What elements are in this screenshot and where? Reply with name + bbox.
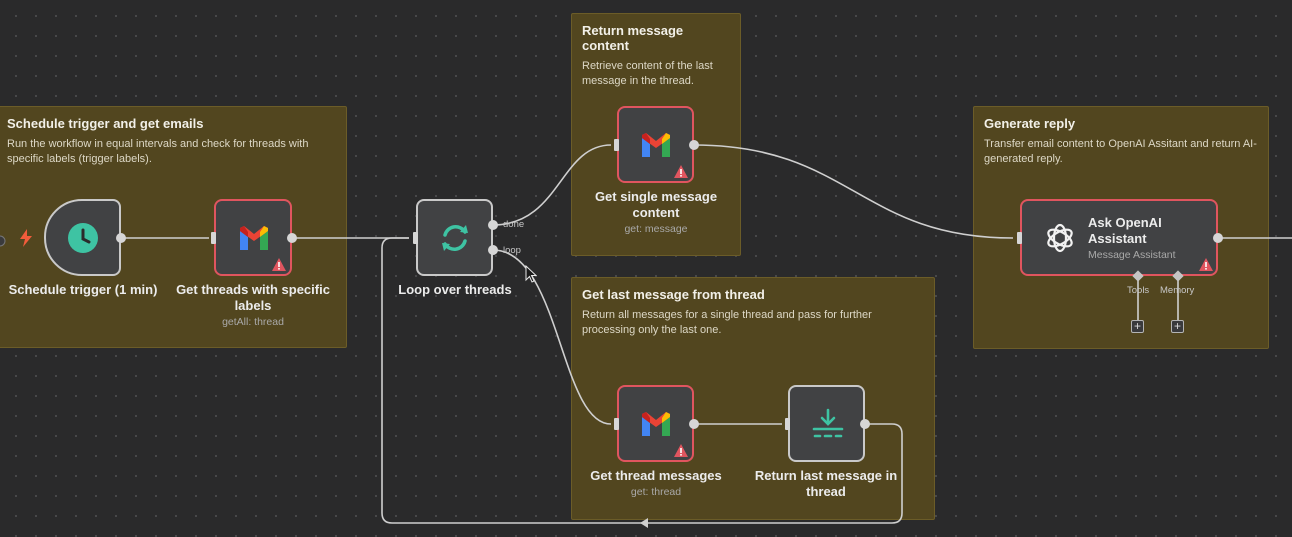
sticky-title: Return message content xyxy=(582,23,684,53)
output-port[interactable] xyxy=(689,419,699,429)
ask-openai-assistant-node[interactable]: Ask OpenAI Assistant Message Assistant xyxy=(1020,199,1218,276)
node-label: Get threads with specific labels xyxy=(176,282,330,313)
input-port[interactable] xyxy=(211,232,216,244)
loop-over-threads-node[interactable] xyxy=(416,199,493,276)
port-label-memory: Memory xyxy=(1160,285,1195,296)
gmail-icon xyxy=(642,412,670,436)
get-single-message-node[interactable] xyxy=(617,106,694,183)
warning-icon[interactable] xyxy=(674,165,688,178)
node-label: Loop over threads xyxy=(398,282,512,297)
output-port[interactable] xyxy=(287,233,297,243)
input-port[interactable] xyxy=(614,139,619,151)
node-subtitle: get: thread xyxy=(630,486,682,498)
node-subtitle: getAll: thread xyxy=(222,316,284,328)
input-port[interactable] xyxy=(614,418,619,430)
add-memory-button[interactable]: + xyxy=(1171,320,1184,333)
input-port[interactable] xyxy=(1017,232,1022,244)
output-port[interactable] xyxy=(689,140,699,150)
mouse-cursor-icon xyxy=(525,265,537,283)
warning-icon[interactable] xyxy=(1199,258,1213,271)
warning-icon[interactable] xyxy=(272,258,286,271)
sticky-text: Transfer email content to OpenAI Assitan… xyxy=(984,138,1257,165)
output-port-loop[interactable] xyxy=(488,245,498,255)
sticky-title: Generate reply xyxy=(984,116,1076,131)
sticky-text: Run the workflow in equal intervals and … xyxy=(7,138,309,165)
loop-arrows-icon xyxy=(442,225,468,251)
openai-icon xyxy=(1047,223,1073,253)
clock-icon xyxy=(68,223,98,253)
download-icon xyxy=(812,408,844,438)
schedule-trigger-node[interactable] xyxy=(44,199,121,276)
output-port-done[interactable] xyxy=(488,220,498,230)
node-label: Ask OpenAI Assistant xyxy=(1088,215,1162,246)
input-port[interactable] xyxy=(413,232,418,244)
sticky-note-return-content[interactable]: Return message content Retrieve content … xyxy=(571,13,741,256)
port-label-done: done xyxy=(503,219,525,230)
sticky-text: Retrieve content of the last message in … xyxy=(582,60,713,87)
output-port[interactable] xyxy=(860,419,870,429)
sticky-text: Return all messages for a single thread … xyxy=(582,309,872,336)
port-label-loop: loop xyxy=(503,245,521,256)
gmail-icon xyxy=(642,133,670,157)
node-label: Schedule trigger (1 min) xyxy=(8,282,158,297)
port-label-tools: Tools xyxy=(1127,285,1150,296)
node-label: Return last message in thread xyxy=(754,468,898,499)
lightning-icon xyxy=(20,229,32,247)
warning-icon[interactable] xyxy=(674,444,688,457)
sticky-title: Schedule trigger and get emails xyxy=(7,116,204,131)
node-subtitle: get: message xyxy=(624,223,688,235)
return-last-message-node[interactable] xyxy=(788,385,865,462)
gmail-icon xyxy=(240,226,268,250)
node-label: Get thread messages xyxy=(590,468,722,483)
add-tool-button[interactable]: + xyxy=(1131,320,1144,333)
node-subtitle: Message Assistant xyxy=(1088,249,1176,261)
get-thread-messages-node[interactable] xyxy=(617,385,694,462)
get-threads-node[interactable] xyxy=(214,199,292,276)
output-port[interactable] xyxy=(1213,233,1223,243)
input-port[interactable] xyxy=(785,418,790,430)
sticky-title: Get last message from thread xyxy=(582,287,765,302)
node-label: Get single message content xyxy=(594,189,718,220)
output-port[interactable] xyxy=(116,233,126,243)
